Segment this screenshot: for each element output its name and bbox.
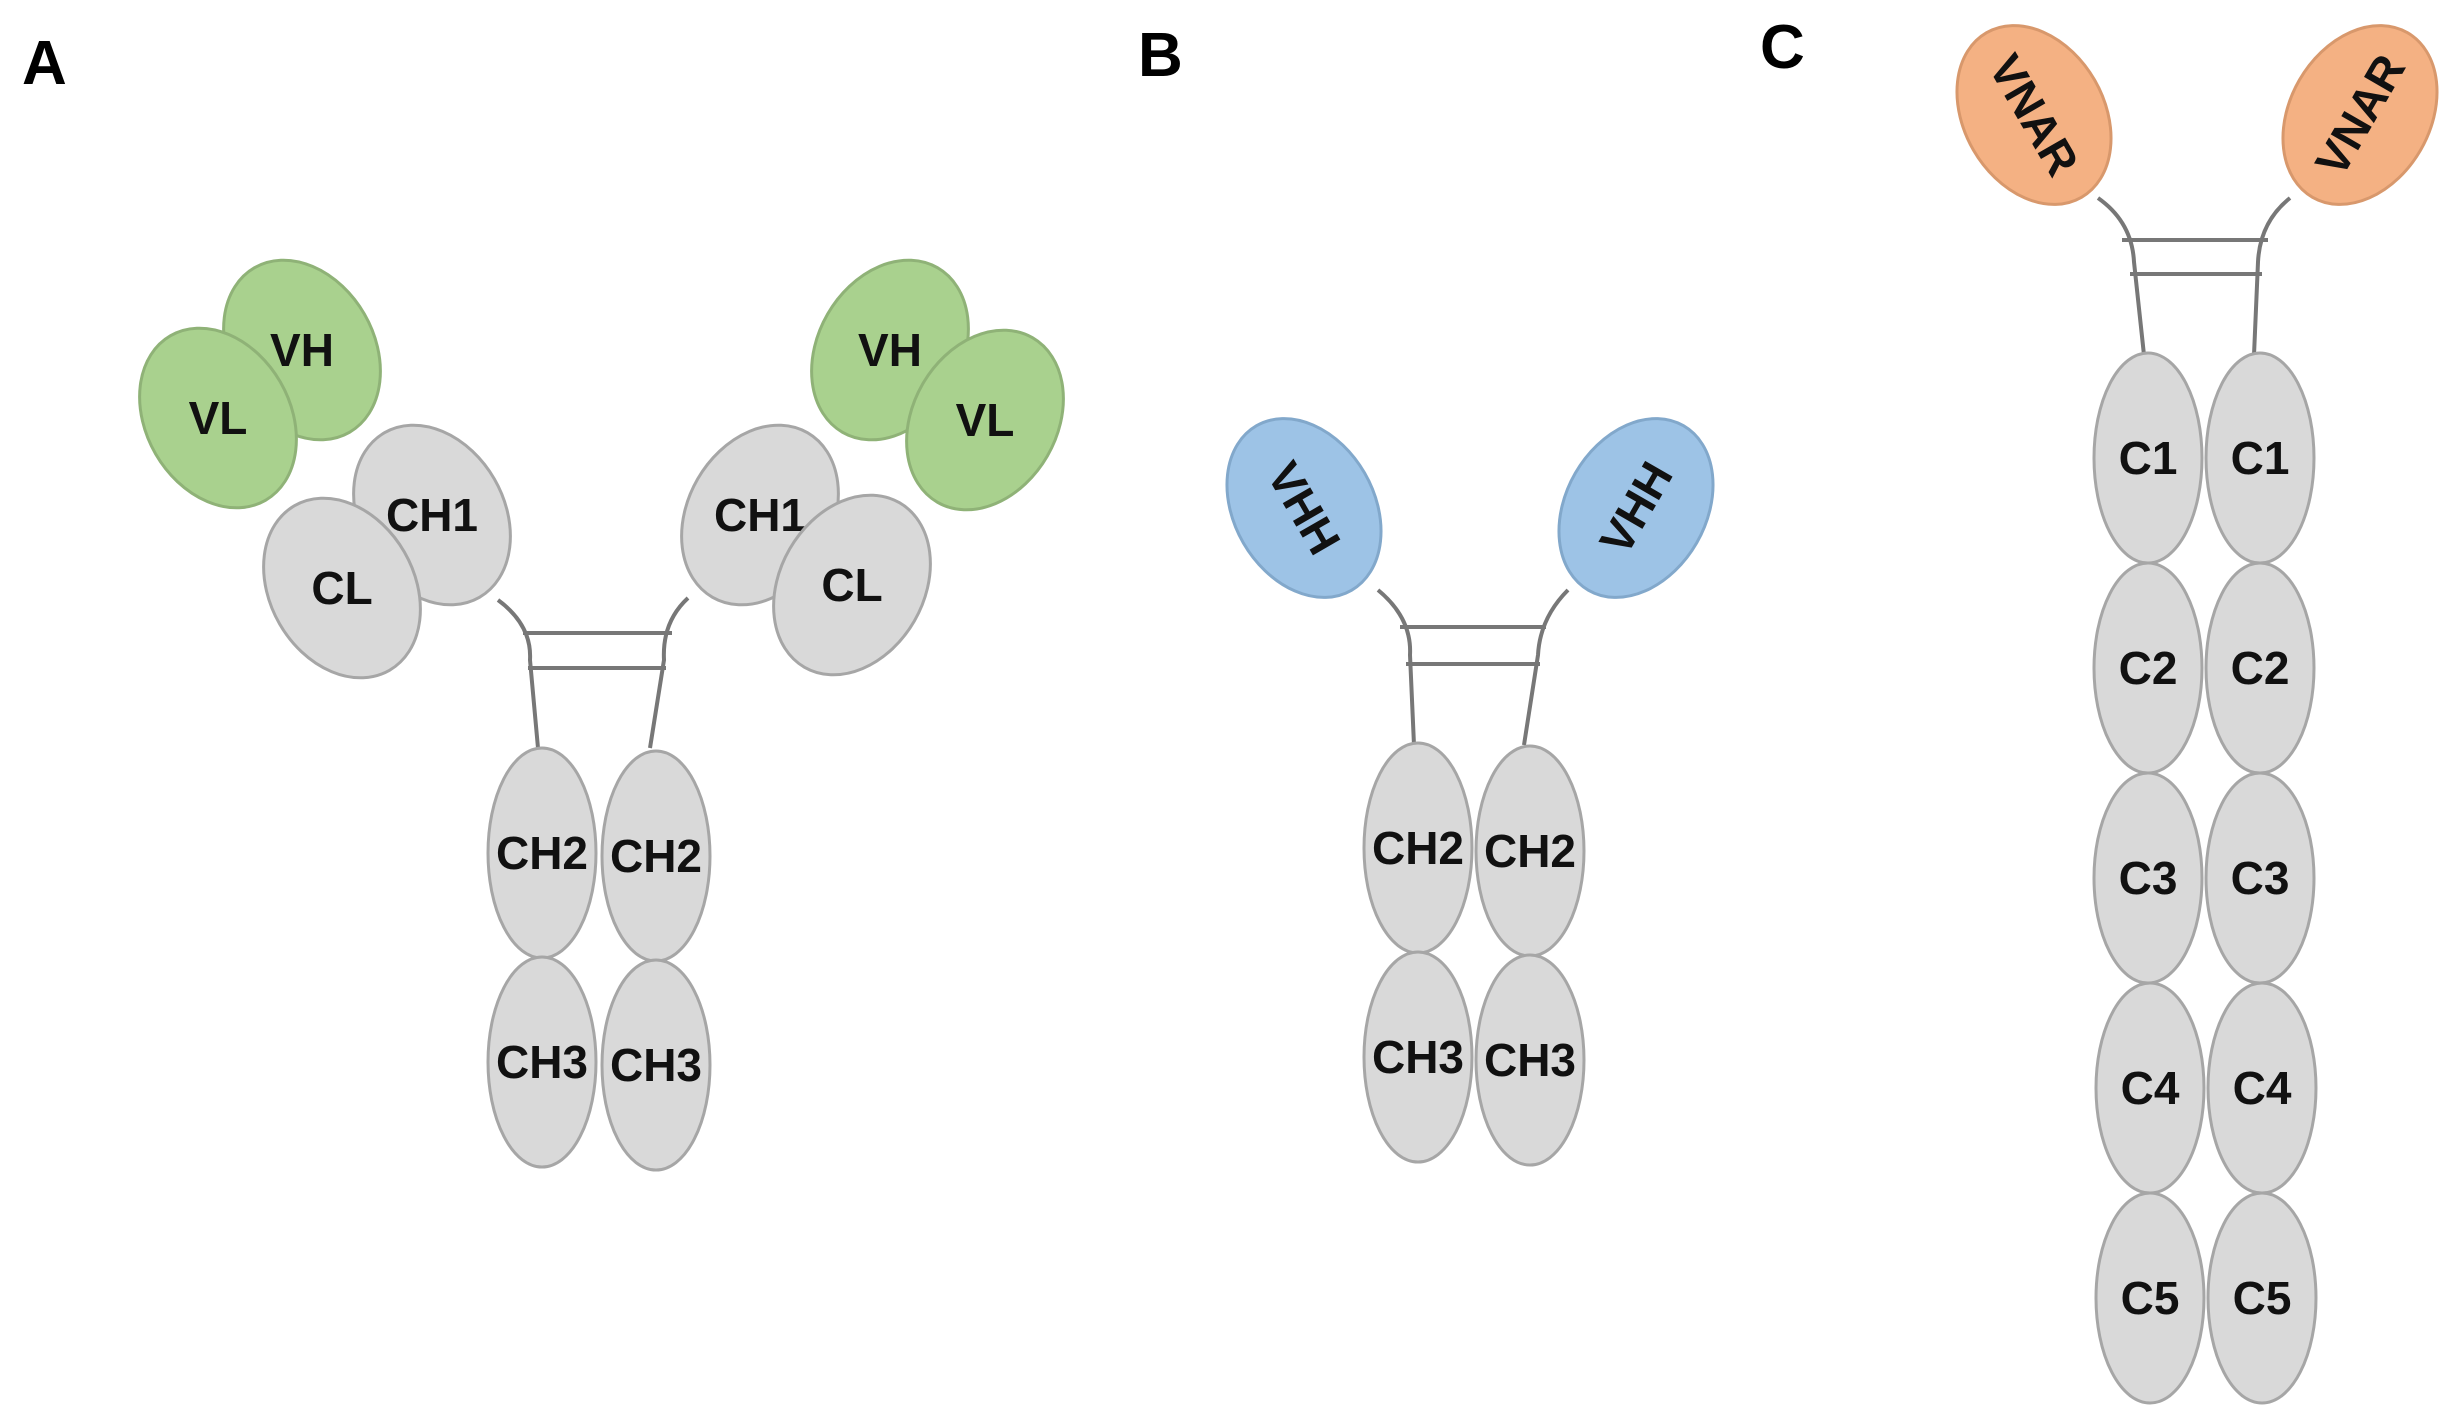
domain-c3-right: C3 xyxy=(2204,771,2316,985)
domain-c1-right: C1 xyxy=(2204,351,2316,565)
domain-ch3-left-shape xyxy=(1362,950,1474,1164)
domain-cl-right: CL xyxy=(772,493,932,677)
panel-b-hinge xyxy=(1376,588,1570,746)
panel-label-c: C xyxy=(1760,13,1805,82)
domain-vhh-left-shape xyxy=(1225,417,1383,599)
domain-ch3-right: CH3 xyxy=(600,958,712,1172)
domain-ch2-left-label: CH2 xyxy=(496,827,588,879)
domain-ch1-right-label: CH1 xyxy=(714,489,806,541)
hinge-left-chain xyxy=(1376,588,1416,746)
domain-c5-left-label: C5 xyxy=(2121,1272,2180,1324)
domain-ch3-right-label: CH3 xyxy=(610,1039,702,1091)
domain-vl-right-shape xyxy=(905,328,1065,512)
panel-label-a: A xyxy=(22,29,67,98)
domain-ch3-left-label: CH3 xyxy=(496,1036,588,1088)
panel-a-igg: A VH VL CH1 CL xyxy=(22,29,1065,1172)
domain-ch3-left-label: CH3 xyxy=(1372,1031,1464,1083)
hinge-right-chain xyxy=(648,596,690,749)
domain-vh-left-label: VH xyxy=(270,324,334,376)
domain-vl-left-shape xyxy=(138,326,298,510)
domain-c5-left: C5 xyxy=(2094,1191,2206,1405)
domain-ch2-right-label: CH2 xyxy=(1484,825,1576,877)
domain-cl-right-shape xyxy=(772,493,932,677)
domain-ch3-left: CH3 xyxy=(1362,950,1474,1164)
panel-a-hinge xyxy=(496,596,690,749)
domain-ch2-left-label: CH2 xyxy=(1372,822,1464,874)
domain-ch3-right-shape xyxy=(600,958,712,1172)
domain-cl-left-label: CL xyxy=(311,562,372,614)
domain-c4-left-label: C4 xyxy=(2121,1062,2180,1114)
domain-ch3-right: CH3 xyxy=(1474,953,1586,1167)
domain-ch2-right: CH2 xyxy=(600,749,712,963)
domain-c5-left-shape xyxy=(2094,1191,2206,1405)
domain-vnar-left-shape xyxy=(1955,24,2113,206)
domain-vl-left-label: VL xyxy=(189,392,248,444)
domain-ch3-left-shape xyxy=(486,955,598,1169)
domain-vhh-right: VHH xyxy=(1557,417,1715,599)
domain-ch3-right-shape xyxy=(1474,953,1586,1167)
domain-c4-left: C4 xyxy=(2094,981,2206,1195)
domain-c4-right-label: C4 xyxy=(2233,1062,2292,1114)
panel-c-hinge xyxy=(2096,196,2292,356)
domain-c1-left: C1 xyxy=(2092,351,2204,565)
domain-vl-right: VL xyxy=(905,328,1065,512)
domain-c2-left: C2 xyxy=(2092,561,2204,775)
domain-c5-right-label: C5 xyxy=(2233,1272,2292,1324)
panel-b-domains: VHH VHH CH2 CH2 CH3 CH3 xyxy=(1225,417,1715,1167)
domain-c4-right: C4 xyxy=(2206,981,2318,1195)
domain-vnar-left: VNAR xyxy=(1955,24,2113,206)
panel-b-hcab: B VHH VHH CH2 CH2 xyxy=(1138,21,1715,1167)
domain-c2-right-label: C2 xyxy=(2231,642,2290,694)
domain-cl-left: CL xyxy=(262,496,422,680)
domain-vhh-left: VHH xyxy=(1225,417,1383,599)
domain-ch2-right: CH2 xyxy=(1474,744,1586,958)
domain-ch2-left: CH2 xyxy=(486,746,598,960)
domain-vnar-right: VNAR xyxy=(2281,24,2439,206)
domain-c2-left-label: C2 xyxy=(2119,642,2178,694)
domain-c2-right: C2 xyxy=(2204,561,2316,775)
domain-c5-right: C5 xyxy=(2206,1191,2318,1405)
domain-c3-right-label: C3 xyxy=(2231,852,2290,904)
hinge-right-chain xyxy=(1522,588,1570,746)
domain-cl-left-shape xyxy=(262,496,422,680)
panel-label-b: B xyxy=(1138,21,1183,90)
domain-vl-right-label: VL xyxy=(956,394,1015,446)
domain-cl-right-label: CL xyxy=(821,559,882,611)
domain-vh-right-label: VH xyxy=(858,324,922,376)
hinge-right-chain xyxy=(2252,196,2292,356)
panel-c-ignar: C VNAR VNAR C1 C1 xyxy=(1760,13,2439,1405)
domain-ch2-right-label: CH2 xyxy=(610,830,702,882)
domain-c5-right-shape xyxy=(2206,1191,2318,1405)
domain-c3-left-label: C3 xyxy=(2119,852,2178,904)
panel-a-domains: VH VL CH1 CL VH VL xyxy=(138,258,1065,1172)
domain-vl-left: VL xyxy=(138,326,298,510)
panel-c-domains: VNAR VNAR C1 C1 C2 C2 xyxy=(1955,24,2439,1405)
hinge-left-chain xyxy=(2096,196,2146,356)
domain-ch1-left-label: CH1 xyxy=(386,489,478,541)
domain-c1-right-label: C1 xyxy=(2231,432,2290,484)
domain-vhh-right-shape xyxy=(1557,417,1715,599)
domain-c1-left-label: C1 xyxy=(2119,432,2178,484)
domain-c3-left: C3 xyxy=(2092,771,2204,985)
domain-ch3-left: CH3 xyxy=(486,955,598,1169)
domain-vnar-right-shape xyxy=(2281,24,2439,206)
domain-ch2-left: CH2 xyxy=(1362,741,1474,955)
hinge-left-chain xyxy=(496,598,540,749)
domain-ch3-right-label: CH3 xyxy=(1484,1034,1576,1086)
